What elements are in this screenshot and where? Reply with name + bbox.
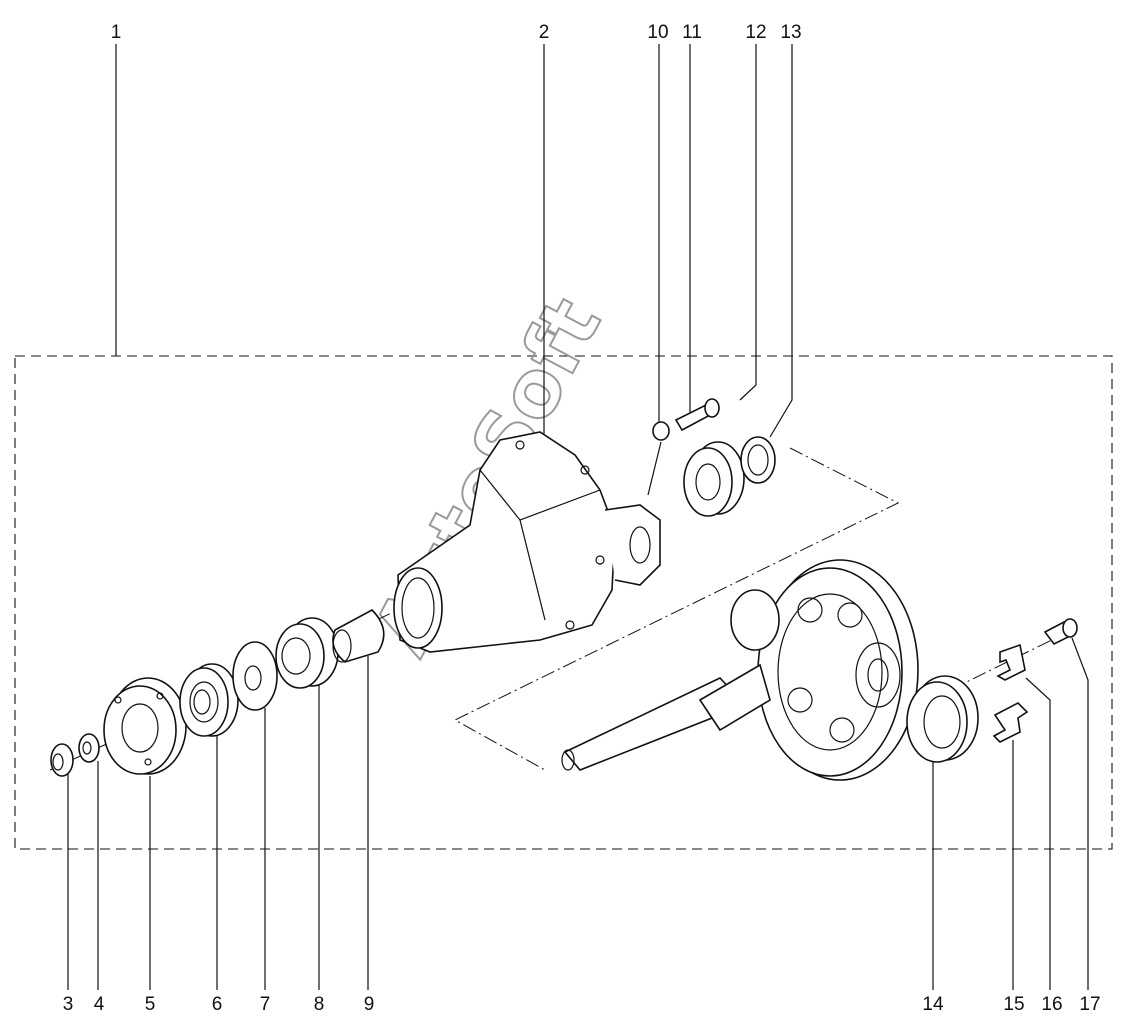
callout-4: 4 bbox=[94, 994, 105, 1015]
part-16-lock-plate bbox=[996, 643, 1026, 681]
part-11-bolt bbox=[674, 398, 720, 432]
part-4-washer bbox=[78, 733, 100, 763]
callout-7: 7 bbox=[260, 994, 271, 1015]
callout-2: 2 bbox=[539, 22, 550, 43]
part-9-spacer bbox=[332, 609, 385, 663]
part-6-oil-seal bbox=[179, 663, 239, 737]
callout-8: 8 bbox=[314, 994, 325, 1015]
callout-9: 9 bbox=[364, 994, 375, 1015]
part-7-shim bbox=[232, 641, 278, 711]
callout-14: 14 bbox=[922, 994, 944, 1015]
part-14-adjuster-ring bbox=[906, 675, 979, 763]
leader-lines bbox=[67, 44, 1089, 990]
callout-numbers: 1 2 10 11 12 13 3 4 5 6 7 8 9 14 15 16 1… bbox=[63, 22, 1101, 1015]
part-13-ring bbox=[740, 436, 776, 484]
callout-1: 1 bbox=[111, 22, 122, 43]
differential-outline bbox=[453, 447, 900, 771]
callout-15: 15 bbox=[1003, 994, 1024, 1015]
callout-17: 17 bbox=[1079, 994, 1100, 1015]
callout-5: 5 bbox=[145, 994, 156, 1015]
callout-3: 3 bbox=[63, 994, 74, 1015]
part-17-screw bbox=[1043, 618, 1078, 646]
assembly-boundary bbox=[14, 355, 1113, 850]
callout-12: 12 bbox=[745, 22, 766, 43]
part-10-plug bbox=[652, 421, 670, 441]
callout-13: 13 bbox=[780, 22, 801, 43]
part-2-housing bbox=[393, 431, 661, 653]
part-15-lock-plate bbox=[992, 702, 1029, 743]
part-5-flange bbox=[103, 677, 187, 775]
part-8-bearing bbox=[275, 617, 339, 689]
differential-assembly bbox=[561, 559, 919, 781]
callout-6: 6 bbox=[212, 994, 223, 1015]
callout-16: 16 bbox=[1041, 994, 1062, 1015]
callout-11: 11 bbox=[682, 22, 702, 43]
part-12-bearing bbox=[683, 441, 745, 517]
callout-10: 10 bbox=[647, 22, 668, 43]
part-3-nut bbox=[50, 743, 74, 777]
